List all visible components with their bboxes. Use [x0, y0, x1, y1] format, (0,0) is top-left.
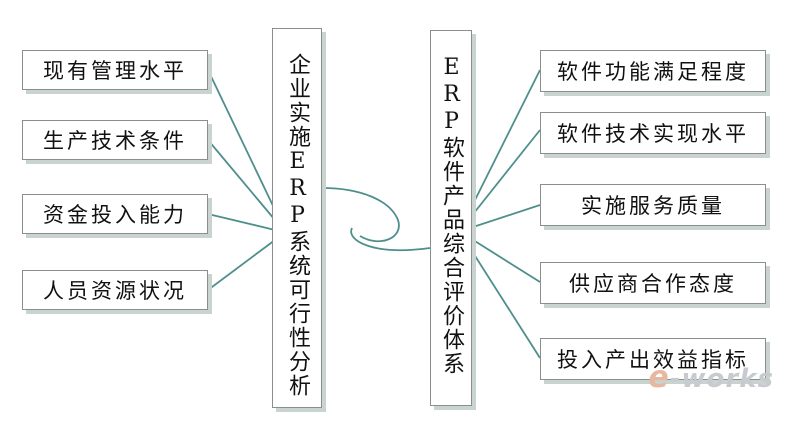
connector-left-3: [207, 213, 276, 231]
right-item-1: 软件功能满足程度: [540, 50, 766, 92]
connector-right-5: [469, 247, 541, 359]
e-works-watermark-logo: e-works: [648, 360, 774, 395]
right-item-5-label: 投入产出效益指标: [557, 348, 749, 372]
center-left-title: 企业实施ERP系统可行性分析: [285, 53, 310, 398]
center-link-curve-2: [350, 227, 431, 252]
connector-right-3: [469, 204, 541, 229]
center-left-box: 企业实施ERP系统可行性分析: [272, 28, 322, 408]
right-item-1-label: 软件功能满足程度: [557, 60, 749, 84]
right-item-3: 实施服务质量: [540, 184, 766, 226]
center-link-curve: [321, 187, 400, 243]
connector-left-2: [207, 139, 276, 221]
connector-left-4: [207, 239, 276, 291]
right-item-2: 软件技术实现水平: [540, 112, 766, 154]
left-item-1-label: 现有管理水平: [43, 59, 187, 83]
connector-left-1: [207, 69, 276, 211]
connector-right-1: [469, 69, 541, 211]
right-item-5: 投入产出效益指标: [540, 338, 766, 380]
left-item-4-label: 人员资源状况: [43, 279, 187, 303]
left-item-2: 生产技术条件: [22, 120, 208, 160]
right-item-2-label: 软件技术实现水平: [557, 122, 749, 146]
left-item-3: 资金投入能力: [22, 194, 208, 234]
left-item-1: 现有管理水平: [22, 50, 208, 90]
left-item-3-label: 资金投入能力: [43, 203, 187, 227]
right-item-3-label: 实施服务质量: [581, 194, 725, 218]
left-item-4: 人员资源状况: [22, 270, 208, 310]
right-item-4-label: 供应商合作态度: [569, 272, 737, 296]
connector-right-4: [469, 237, 541, 283]
connector-right-2: [469, 129, 541, 219]
right-item-4: 供应商合作态度: [540, 262, 766, 304]
left-item-2-label: 生产技术条件: [43, 129, 187, 153]
center-right-box: ERP软件产品综合评价体系: [430, 30, 472, 406]
center-right-title: ERP软件产品综合评价体系: [439, 55, 464, 376]
